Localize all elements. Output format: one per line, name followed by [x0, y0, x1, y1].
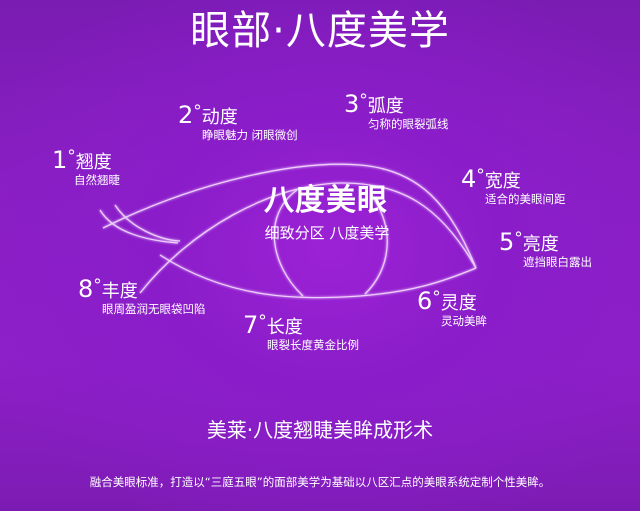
- label-motion-degree: 2°动度 睁眼魅力 闭眼微创: [178, 103, 298, 142]
- center-subtitle: 细致分区 八度美学: [264, 224, 390, 242]
- label-name: 动度: [201, 107, 238, 128]
- degree-symbol: °: [476, 166, 485, 186]
- label-desc: 匀称的眼裂弧线: [368, 117, 449, 131]
- label-desc: 自然翘睫: [74, 173, 120, 187]
- label-number: 4: [461, 165, 477, 193]
- label-desc: 眼周盈润无眼袋凹陷: [102, 302, 206, 316]
- label-desc: 眼裂长度黄金比例: [267, 338, 359, 352]
- label-name: 灵度: [440, 293, 477, 314]
- label-name: 丰度: [101, 281, 138, 302]
- center-title: 八度美眼: [264, 183, 388, 218]
- label-desc: 适合的美眼间距: [485, 192, 566, 206]
- label-fullness-degree: 8°丰度 眼周盈润无眼袋凹陷: [78, 277, 206, 316]
- label-width-degree: 4°宽度 适合的美眼间距: [461, 167, 566, 206]
- label-desc: 睁眼魅力 闭眼微创: [202, 128, 298, 142]
- label-number: 2: [178, 101, 194, 129]
- label-number: 8: [78, 275, 94, 303]
- label-number: 7: [243, 311, 259, 339]
- label-number: 3: [344, 90, 360, 118]
- label-spirit-degree: 6°灵度 灵动美眸: [417, 289, 487, 328]
- label-desc: 灵动美眸: [441, 314, 487, 328]
- footer-title: 美莱·八度翘睫美眸成形术: [206, 418, 434, 442]
- label-arc-degree: 3°弧度 匀称的眼裂弧线: [344, 92, 449, 131]
- label-curl-degree: 1°翘度 自然翘睫: [52, 148, 120, 187]
- degree-symbol: °: [67, 147, 76, 167]
- label-number: 5: [499, 228, 515, 256]
- degree-symbol: °: [193, 102, 202, 122]
- page-title: 眼部·八度美学: [190, 8, 450, 54]
- label-name: 翘度: [75, 152, 112, 173]
- degree-symbol: °: [514, 229, 523, 249]
- label-name: 长度: [266, 317, 303, 338]
- label-number: 1: [52, 146, 68, 174]
- label-desc: 遮挡眼白露出: [523, 255, 592, 269]
- degree-symbol: °: [359, 91, 368, 111]
- degree-symbol: °: [93, 276, 102, 296]
- label-name: 宽度: [484, 171, 521, 192]
- label-name: 弧度: [367, 96, 404, 117]
- label-name: 亮度: [522, 234, 559, 255]
- label-length-degree: 7°长度 眼裂长度黄金比例: [243, 313, 359, 352]
- footer-description: 融合美眼标准，打造以“三庭五眼”的面部美学为基础以八区汇点的美眼系统定制个性美眸…: [89, 475, 551, 489]
- label-brightness-degree: 5°亮度 遮挡眼白露出: [499, 230, 592, 269]
- degree-symbol: °: [432, 288, 441, 308]
- label-number: 6: [417, 287, 433, 315]
- degree-symbol: °: [258, 312, 267, 332]
